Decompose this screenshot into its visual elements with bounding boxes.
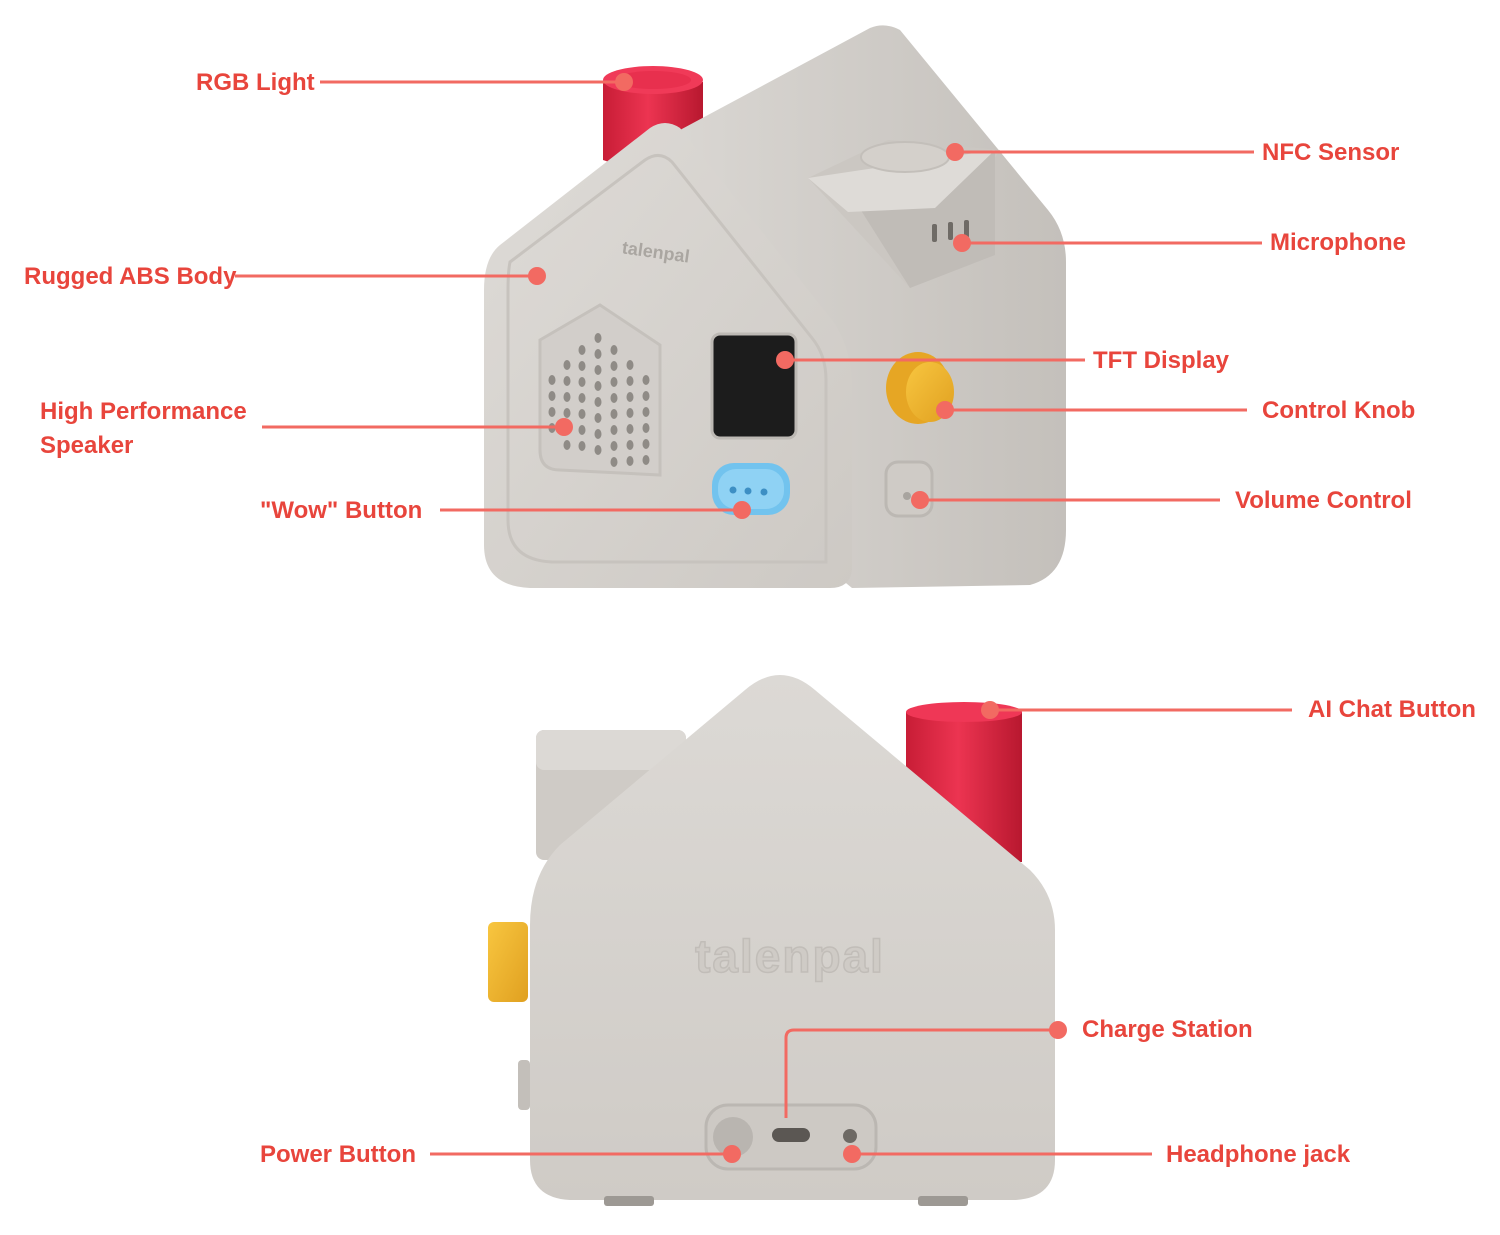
speaker-hole <box>548 375 556 385</box>
speaker-hole <box>642 455 650 465</box>
back-knob <box>488 922 528 1002</box>
speaker-hole <box>642 375 650 385</box>
nfc-chimney <box>808 140 1000 288</box>
speaker-hole <box>578 377 586 387</box>
volume-control <box>884 460 934 518</box>
label-rugged-abs-body: Rugged ABS Body <box>24 263 237 290</box>
label-ai-chat-button: AI Chat Button <box>1308 696 1476 723</box>
label-microphone: Microphone <box>1270 229 1406 256</box>
speaker-hole <box>610 361 618 371</box>
speaker-hole <box>642 439 650 449</box>
front-inner-panel <box>506 154 828 564</box>
label-power-button: Power Button <box>260 1141 416 1168</box>
speaker-hole <box>578 345 586 355</box>
speaker-holes <box>548 333 650 467</box>
speaker-hole <box>610 377 618 387</box>
tft-display-screen <box>712 334 796 438</box>
speaker-hole <box>578 393 586 403</box>
speaker-hole <box>626 392 634 402</box>
speaker-hole <box>578 361 586 371</box>
speaker-hole <box>563 408 571 418</box>
speaker-hole <box>594 413 602 423</box>
speaker-hole <box>642 423 650 433</box>
speaker-hole <box>610 441 618 451</box>
speaker-hole <box>548 391 556 401</box>
port-panel <box>704 1103 878 1171</box>
speaker-hole <box>642 391 650 401</box>
speaker-hole <box>642 407 650 417</box>
speaker-hole <box>626 376 634 386</box>
speaker-hole <box>610 457 618 467</box>
label-volume-control: Volume Control <box>1235 487 1412 514</box>
speaker-hole <box>594 445 602 455</box>
speaker-hole <box>610 393 618 403</box>
back-view-device: talenpal <box>488 675 1055 1206</box>
speaker-hole <box>578 409 586 419</box>
speaker-hole <box>626 424 634 434</box>
speaker-hole <box>594 349 602 359</box>
speaker-hole <box>610 425 618 435</box>
speaker-hole <box>563 392 571 402</box>
speaker-hole <box>563 376 571 386</box>
speaker-hole <box>594 333 602 343</box>
label-tft-display: TFT Display <box>1093 347 1230 374</box>
callout-dots <box>528 73 1067 1163</box>
speaker-hole <box>594 365 602 375</box>
speaker-hole <box>563 360 571 370</box>
speaker-hole <box>578 441 586 451</box>
speaker-hole <box>610 409 618 419</box>
speaker-hole <box>626 360 634 370</box>
speaker-hole <box>594 397 602 407</box>
speaker-hole <box>626 408 634 418</box>
speaker-hole <box>594 429 602 439</box>
label-high-performance-speaker: High Performance Speaker <box>40 398 247 459</box>
label-control-knob: Control Knob <box>1262 397 1416 424</box>
speaker-hole <box>594 381 602 391</box>
charge-port <box>772 1128 810 1142</box>
speaker-hole <box>578 425 586 435</box>
speaker-hole <box>626 440 634 450</box>
label-wow-button: "Wow" Button <box>260 497 423 524</box>
callout-lines <box>235 80 1292 1156</box>
back-house-body <box>530 675 1055 1200</box>
speaker-hole <box>563 440 571 450</box>
label-rgb-light: RGB Light <box>196 69 315 96</box>
label-headphone-jack: Headphone jack <box>1166 1141 1351 1168</box>
headphone-port <box>843 1129 857 1143</box>
label-nfc-sensor: NFC Sensor <box>1262 139 1400 166</box>
power-button-shape <box>713 1117 753 1157</box>
speaker-hole <box>548 407 556 417</box>
label-charge-station: Charge Station <box>1082 1016 1253 1043</box>
front-view-device <box>484 25 1066 588</box>
speaker-hole <box>610 345 618 355</box>
speaker-hole <box>626 456 634 466</box>
back-logo: talenpal <box>695 930 885 982</box>
